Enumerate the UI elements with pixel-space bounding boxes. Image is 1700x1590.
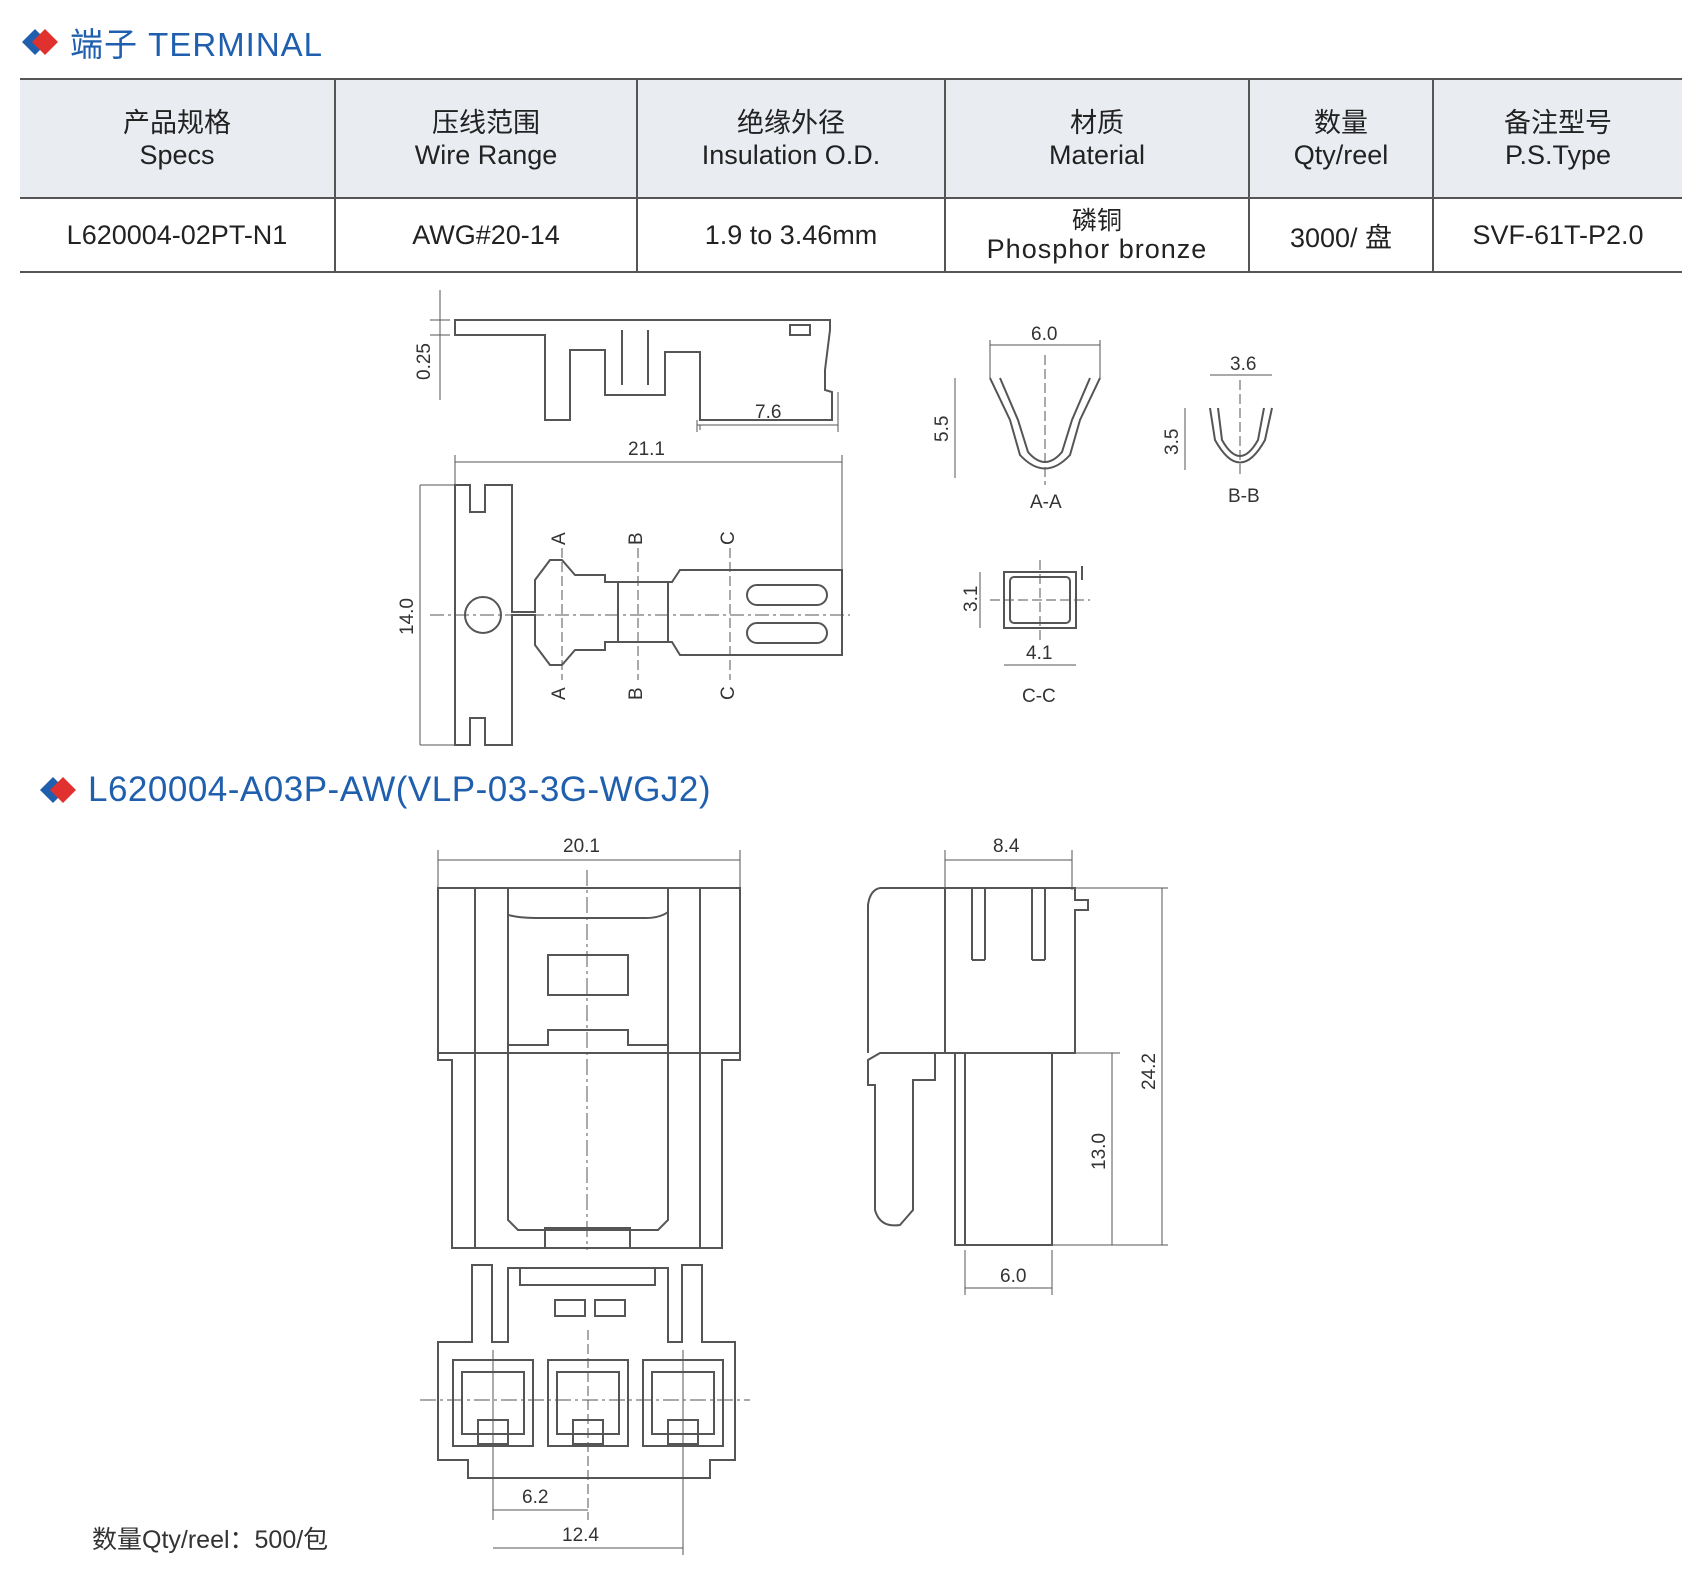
view-label-cc: C-C [1022, 686, 1056, 707]
dim-thickness: 0.25 [414, 343, 435, 380]
section-title-terminal: 端子 TERMINAL [20, 18, 323, 66]
cell-type: SVF-61T-P2.0 [1432, 198, 1682, 273]
section-bb [1184, 374, 1273, 478]
section-title-text: 端子 TERMINAL [70, 26, 324, 63]
terminal-top-view [419, 455, 850, 746]
dim-bb-height: 3.5 [1162, 429, 1183, 455]
cell-qty: 3000/ 盘 [1248, 198, 1433, 273]
section-mark-c-bottom: C [718, 686, 739, 700]
terminal-drawing: 0.25 7.6 21.1 14.0 6.0 5.5 3.6 3.5 3.1 4… [397, 290, 1273, 746]
dim-aa-width: 6.0 [1031, 324, 1057, 345]
view-label-bb: B-B [1228, 486, 1260, 507]
section-cc [979, 560, 1090, 666]
dim-bb-width: 3.6 [1230, 354, 1256, 375]
section-title-text: L620004-A03P-AW(VLP-03-3G-WGJ2) [88, 770, 712, 809]
cell-insulation: 1.9 to 3.46mm [636, 198, 945, 273]
section-mark-b-bottom: B [626, 687, 647, 700]
section-mark-a-bottom: A [549, 687, 570, 700]
section-mark-a-top: A [549, 532, 570, 545]
dim-housing-width: 20.1 [563, 836, 600, 857]
dim-length: 21.1 [628, 439, 665, 460]
dim-width: 14.0 [397, 598, 418, 635]
section-mark-b-top: B [626, 532, 647, 545]
qty-note: 数量Qty/reel：500/包 [92, 1526, 329, 1554]
dim-crimp-length: 7.6 [755, 402, 781, 423]
dim-span: 12.4 [562, 1525, 599, 1546]
terminal-side-view [430, 290, 839, 432]
section-aa [954, 340, 1101, 485]
dim-cc-height: 3.1 [961, 586, 982, 612]
dim-housing-lower-width: 6.0 [1000, 1266, 1026, 1287]
cell-wire-range: AWG#20-14 [334, 198, 637, 273]
dim-housing-lower-height: 13.0 [1089, 1133, 1110, 1170]
table-row: L620004-02PT-N1 AWG#20-14 1.9 to 3.46mm … [20, 198, 1682, 273]
diamond-bullet-icon [22, 29, 58, 55]
dim-housing-height: 24.2 [1139, 1053, 1160, 1090]
view-label-aa: A-A [1030, 492, 1062, 513]
dim-cc-width: 4.1 [1026, 643, 1052, 664]
dim-pitch: 6.2 [522, 1487, 548, 1508]
section-title-housing: L620004-A03P-AW(VLP-03-3G-WGJ2) [38, 770, 711, 810]
housing-side-view [867, 850, 1168, 1295]
dim-housing-depth: 8.4 [993, 836, 1020, 857]
dim-aa-height: 5.5 [932, 416, 953, 442]
section-mark-c-top: C [718, 531, 739, 545]
cell-specs: L620004-02PT-N1 [20, 198, 335, 273]
housing-front-view [420, 850, 750, 1555]
diamond-bullet-icon [40, 777, 76, 803]
